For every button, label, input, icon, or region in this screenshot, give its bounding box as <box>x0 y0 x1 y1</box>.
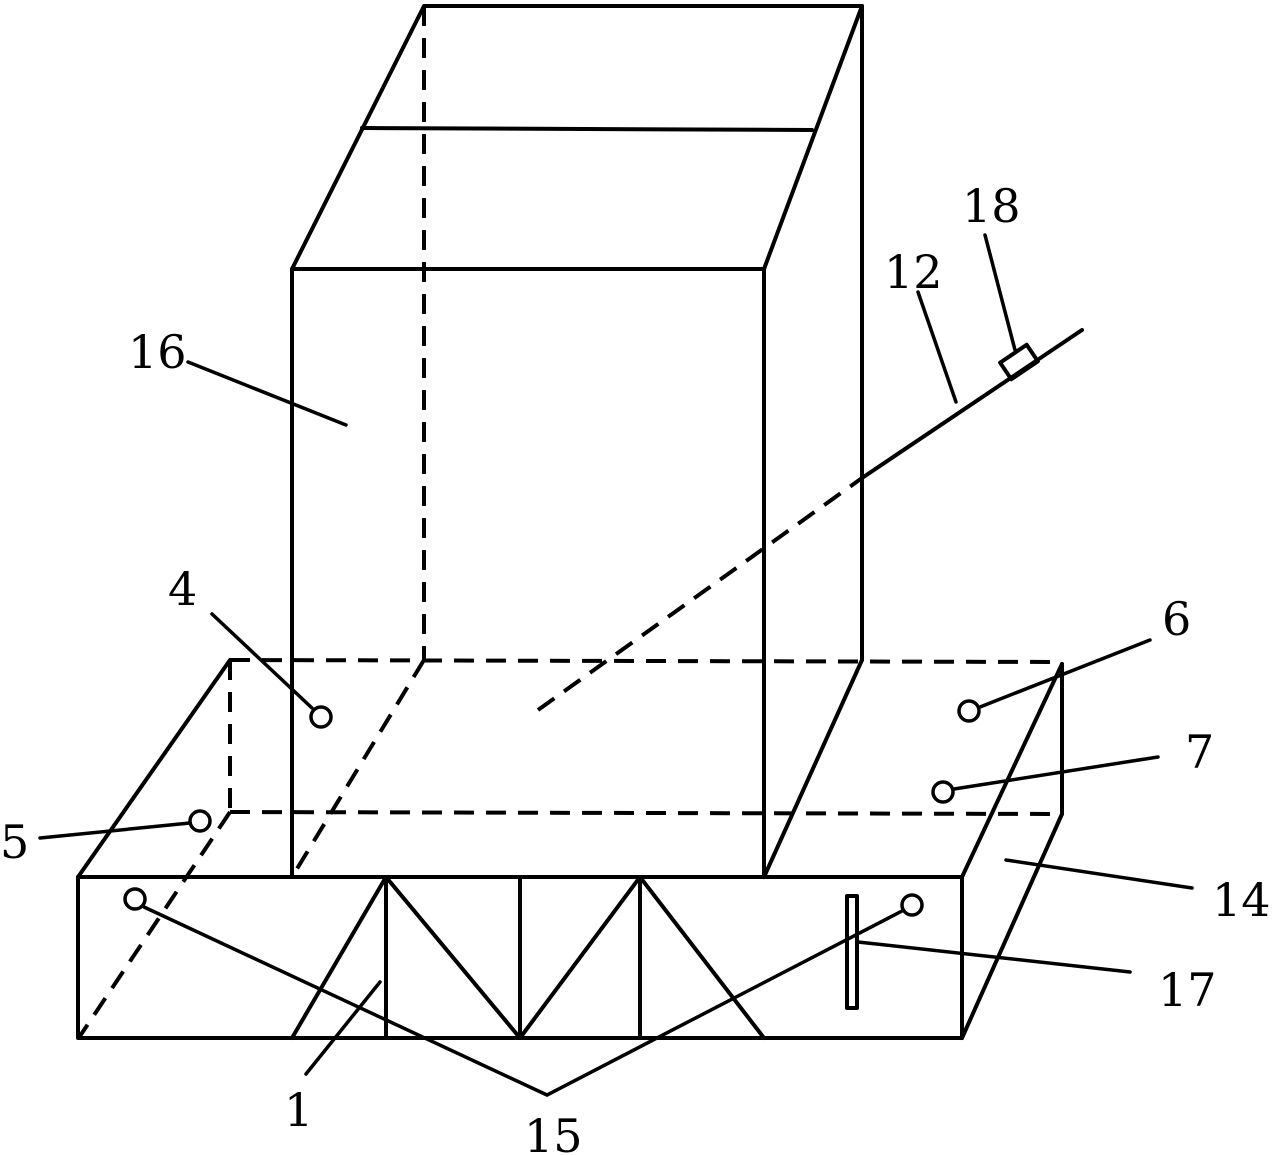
hole-4 <box>309 705 333 729</box>
leader-1 <box>304 980 382 1076</box>
label-16: 16 <box>128 325 187 379</box>
hole-5 <box>188 809 212 833</box>
label-6: 6 <box>1162 592 1191 646</box>
tower-top-inner-edge <box>360 126 814 132</box>
truss <box>290 875 766 1040</box>
base-left-top-edge <box>76 658 232 879</box>
pipe-hidden-segment <box>536 476 864 712</box>
leader-16 <box>186 360 348 427</box>
tower-right-bottom-edge <box>762 658 864 879</box>
label-14: 14 <box>1212 873 1271 927</box>
tower-top-face <box>290 4 864 271</box>
label-18: 18 <box>962 179 1021 233</box>
label-15: 15 <box>524 1109 583 1155</box>
leader-12 <box>916 290 958 404</box>
base-hidden-bottom-back-edge <box>229 810 1063 816</box>
leader-7 <box>952 755 1160 791</box>
hole-6 <box>957 699 981 723</box>
tower <box>290 4 864 879</box>
pipe <box>536 328 1084 712</box>
base-hidden-bottom-left-edge <box>78 810 232 1038</box>
tower-hidden-bottom-edge <box>290 658 426 879</box>
label-12: 12 <box>884 245 943 299</box>
label-4: 4 <box>168 562 197 616</box>
label-5: 5 <box>0 815 29 869</box>
leader-14 <box>1004 858 1194 890</box>
pipe-visible-segment <box>860 328 1084 480</box>
labels: 16 4 5 6 7 12 18 14 17 1 15 <box>0 179 1271 1155</box>
base-right-top-edge <box>960 662 1064 879</box>
label-1: 1 <box>284 1083 313 1137</box>
leader-6 <box>978 638 1152 709</box>
leader-17 <box>856 940 1132 974</box>
label-17: 17 <box>1158 963 1217 1017</box>
tower-front-face <box>290 267 766 879</box>
base-tank <box>76 658 1064 1040</box>
leader-lines <box>38 233 1194 1097</box>
valve <box>998 342 1040 382</box>
leader-18 <box>983 233 1017 352</box>
truss-zigzag <box>290 875 766 1040</box>
leader-15 <box>142 905 904 1097</box>
hole-7 <box>931 780 955 804</box>
base-hidden-top-back-edge <box>229 658 1063 664</box>
leader-5 <box>38 821 192 840</box>
hole-15-right <box>900 893 924 917</box>
leader-4 <box>210 612 314 710</box>
label-7: 7 <box>1185 725 1214 779</box>
base-right-bottom-edge <box>960 812 1064 1040</box>
gauge-slot <box>845 894 859 1010</box>
hole-15-left <box>123 887 147 911</box>
